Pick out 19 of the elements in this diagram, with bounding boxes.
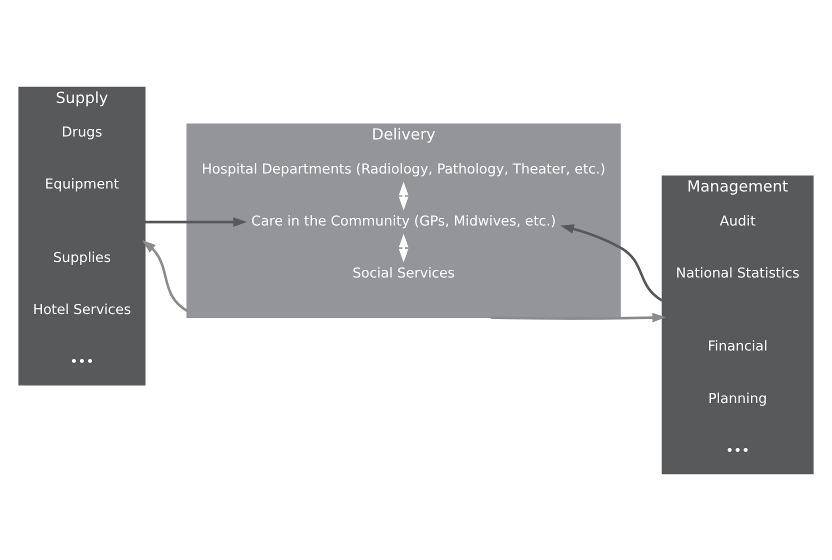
- node-text: •••: [726, 442, 750, 458]
- arrow: [398, 181, 408, 210]
- node-text: Hotel Services: [32, 302, 131, 318]
- node-text: Social Services: [352, 264, 455, 281]
- node-text: Supplies: [53, 249, 111, 266]
- node-text: •••: [70, 354, 94, 370]
- node-text: Planning: [708, 390, 768, 406]
- arrow: [142, 240, 188, 312]
- node-text: Financial: [708, 338, 768, 354]
- node-text: Care in the Community (GPs, Midwives, etc.): [251, 212, 556, 229]
- arrow: [398, 233, 408, 262]
- node-text: Drugs: [62, 124, 102, 140]
- arrow: [490, 312, 666, 322]
- node-text: National Statistics: [676, 264, 800, 281]
- node-text: Hospital Departments (Radiology, Pathology, Theater, etc.): [202, 160, 606, 177]
- node-text: Equipment: [44, 176, 119, 192]
- arrow: [560, 224, 663, 302]
- node-text: Audit: [720, 212, 756, 229]
- arrow: [145, 216, 247, 226]
